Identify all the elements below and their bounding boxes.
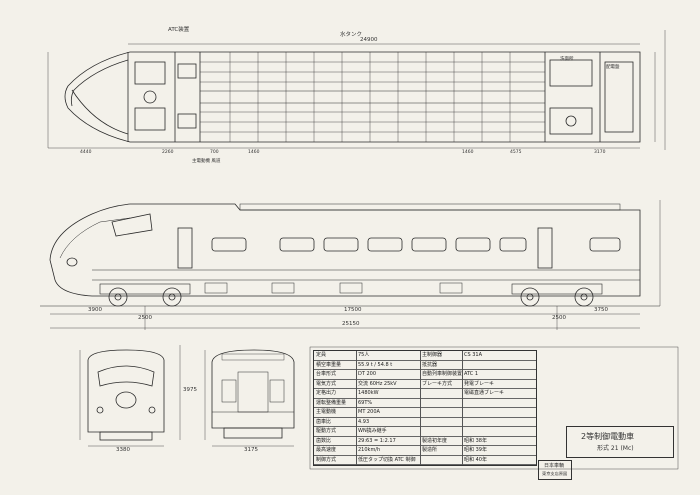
drawing-title: 2等制御電動車: [581, 432, 635, 441]
side-dim-bogie-centres: 17500: [344, 307, 362, 313]
spec-divider: [462, 351, 463, 465]
spec-cell-k: 最高速度: [316, 447, 337, 453]
plan-dim-9: 3170: [594, 150, 606, 155]
spec-row: 定格出力 1480kW 電磁直通ブレーキ: [314, 389, 536, 399]
spec-cell-v: WN撓み継手: [358, 428, 387, 434]
spec-divider: [356, 351, 357, 465]
spec-cell-v: 1480kW: [358, 390, 379, 396]
spec-cell-k2: 主制御器: [422, 352, 443, 358]
section-dim-width: 3175: [244, 447, 258, 453]
spec-cell-k: 積空車重量: [316, 361, 342, 368]
side-dim-rear-overhang: 3750: [594, 307, 608, 313]
spec-row: 歯車比 4.93: [314, 418, 536, 427]
plan-dim-8: 4575: [510, 150, 522, 155]
spec-cell-k: 歯車比: [316, 418, 332, 425]
side-dim-front-wheelbase: 2500: [138, 315, 152, 321]
spec-cell-k: 制御方式: [316, 456, 337, 463]
spec-cell-k2: 製造所: [422, 447, 438, 453]
spec-cell-k2: 自動列車制御装置: [422, 371, 463, 377]
spec-row: 主電動機 MT 200A: [314, 408, 536, 418]
stamp-line-2: 東京支店原図: [542, 471, 568, 476]
plan-dim-7: 1460: [462, 150, 474, 155]
plan-view: [47, 30, 666, 150]
spec-cell-k2: ブレーキ方式: [422, 380, 453, 387]
plan-dim-0: 4440: [80, 150, 92, 155]
spec-cell-k: 主電動機: [316, 409, 337, 415]
spec-row: 最高速度 210km/h 製造所 昭和 39年: [314, 446, 536, 456]
spec-divider: [420, 351, 421, 465]
spec-cell-v: 低圧タップ切換 ATC 制御: [358, 456, 416, 463]
spec-row: 運転整備重量 69T%: [314, 399, 536, 408]
front-view: [79, 345, 181, 447]
spec-row: 歯数比 29:63 = 1:2.17 製造初年度 昭和 38年: [314, 437, 536, 446]
drawing-subtitle: 形式 21 (Mc): [597, 445, 634, 452]
spec-cell-k2: 抵抗器: [422, 361, 438, 368]
side-view: [40, 200, 661, 330]
plan-cabinet-label: 配電盤: [606, 65, 620, 70]
plan-note: 主電動機 風道: [192, 159, 221, 164]
spec-row: 駆動方式 WN撓み継手: [314, 427, 536, 437]
side-dim-front-overhang: 3900: [88, 307, 102, 313]
spec-cell-v: 75人: [358, 352, 370, 358]
section-view: [204, 349, 295, 447]
spec-cell-v2: 発電ブレーキ: [464, 380, 495, 387]
spec-cell-k: 電気方式: [316, 380, 337, 387]
spec-row: 電気方式 交流 60Hz 25kV ブレーキ方式 発電ブレーキ: [314, 380, 536, 389]
spec-cell-v: 交流 60Hz 25kV: [358, 380, 397, 387]
spec-cell-v: 55.9 t / 54.8 t: [358, 361, 393, 368]
side-windows: [211, 237, 621, 252]
spec-cell-k: 台車形式: [316, 371, 337, 377]
plan-dim-3: 1460: [248, 150, 260, 155]
spec-table: 定員 75人 主制御器 CS 31A 積空車重量 55.9 t / 54.8 t 抵抗器台車…: [313, 350, 537, 466]
side-dim-rear-wheelbase: 2500: [552, 315, 566, 321]
plan-dim-overall: 24900: [360, 37, 378, 43]
spec-cell-v: 210km/h: [358, 447, 381, 453]
spec-cell-v2: 電磁直通ブレーキ: [464, 390, 505, 396]
front-dim-width: 3380: [116, 447, 130, 453]
spec-cell-v2: 昭和 40年: [464, 456, 487, 463]
spec-cell-k: 歯数比: [316, 437, 332, 444]
stamp-line-1: 日本車輌: [544, 463, 565, 469]
spec-cell-v: 4.93: [358, 418, 370, 425]
spec-row: 制御方式 低圧タップ切換 ATC 制御 昭和 40年: [314, 456, 536, 465]
spec-cell-k: 定員: [316, 352, 327, 358]
plan-dim-2: 700: [210, 150, 219, 155]
spec-row: 定員 75人 主制御器 CS 31A: [314, 351, 536, 361]
spec-row: 積空車重量 55.9 t / 54.8 t 抵抗器: [314, 361, 536, 370]
front-dim-height: 3975: [183, 387, 197, 393]
spec-cell-v: 29:63 = 1:2.17: [358, 437, 396, 444]
spec-cell-k: 駆動方式: [316, 428, 337, 434]
spec-cell-v2: CS 31A: [464, 352, 483, 358]
maker-stamp: 日本車輌 東京支店原図: [538, 460, 572, 480]
spec-cell-v: DT 200: [358, 371, 377, 377]
side-dim-overall: 25150: [342, 321, 360, 327]
spec-cell-v2: 昭和 38年: [464, 437, 487, 444]
plan-tank-label: 水タンク: [340, 32, 363, 38]
spec-cell-v2: 昭和 39年: [464, 447, 487, 453]
spec-cell-k: 定格出力: [316, 390, 337, 396]
spec-cell-k: 運転整備重量: [316, 399, 347, 406]
spec-cell-v: MT 200A: [358, 409, 380, 415]
plan-atc-label: ATC装置: [168, 27, 190, 33]
spec-cell-v2: ATC 1: [464, 371, 479, 377]
plan-dim-1: 2260: [162, 150, 174, 155]
spec-cell-k2: 製造初年度: [422, 437, 448, 444]
title-block: 2等制御電動車 形式 21 (Mc): [566, 426, 674, 458]
plan-toilet-label: 洗面所: [560, 57, 574, 62]
spec-cell-v: 69T%: [358, 399, 373, 406]
